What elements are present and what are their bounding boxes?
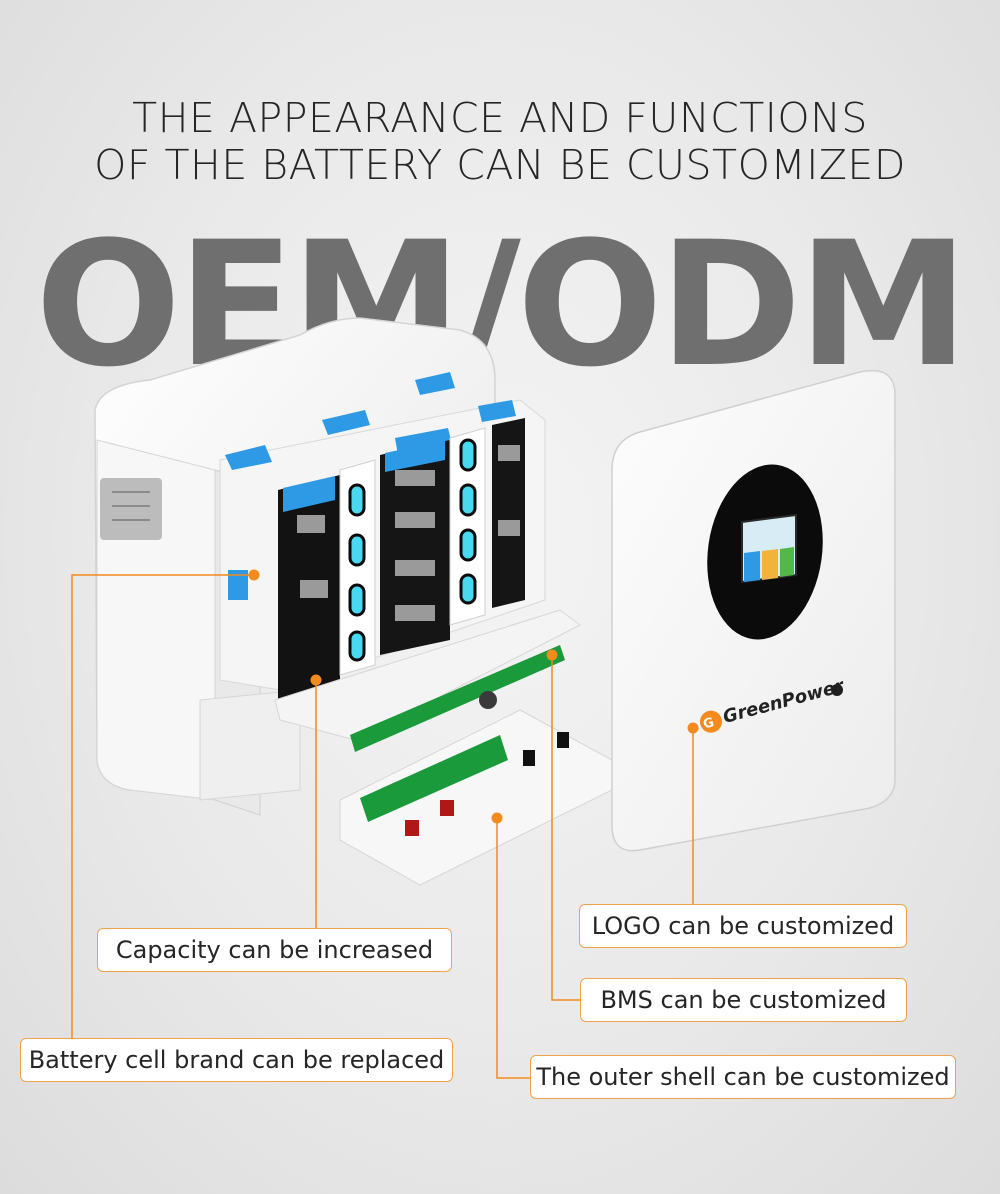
brand-logo-mark [699,710,722,733]
callout-shell-text: The outer shell can be customized [536,1063,950,1091]
callout-capacity-text: Capacity can be increased [115,936,434,964]
callout-cell-brand-text: Battery cell brand can be replaced [28,1046,445,1074]
callout-dots [248,569,699,824]
dot-cell-brand [248,569,260,581]
callout-logo-text: LOGO can be customized [591,912,895,940]
callout-logo: LOGO can be customized [579,904,907,948]
headline-line-1: THE APPEARANCE AND FUNCTIONS [132,94,868,142]
oem-odm-watermark: OEM/ODM [35,204,969,405]
callout-cell-brand: Battery cell brand can be replaced [20,1038,453,1082]
callout-capacity: Capacity can be increased [97,928,452,972]
side-vent [100,478,162,540]
battery-cell-stack [219,372,546,700]
dot-logo [687,722,699,734]
battery-front-cover: G GreenPower [611,370,896,852]
terminal-block [339,709,613,886]
power-button [831,684,843,696]
callout-bms: BMS can be customized [580,978,907,1022]
bms-board [274,609,581,752]
dot-capacity [310,674,322,686]
callout-shell: The outer shell can be customized [530,1055,956,1099]
headline: THE APPEARANCE AND FUNCTIONS OF THE BATT… [0,95,1000,189]
svg-text:G: G [702,715,716,732]
dot-bms [546,649,558,661]
callout-bms-text: BMS can be customized [600,986,887,1014]
dot-shell [491,812,503,824]
headline-line-2: OF THE BATTERY CAN BE CUSTOMIZED [94,141,906,189]
